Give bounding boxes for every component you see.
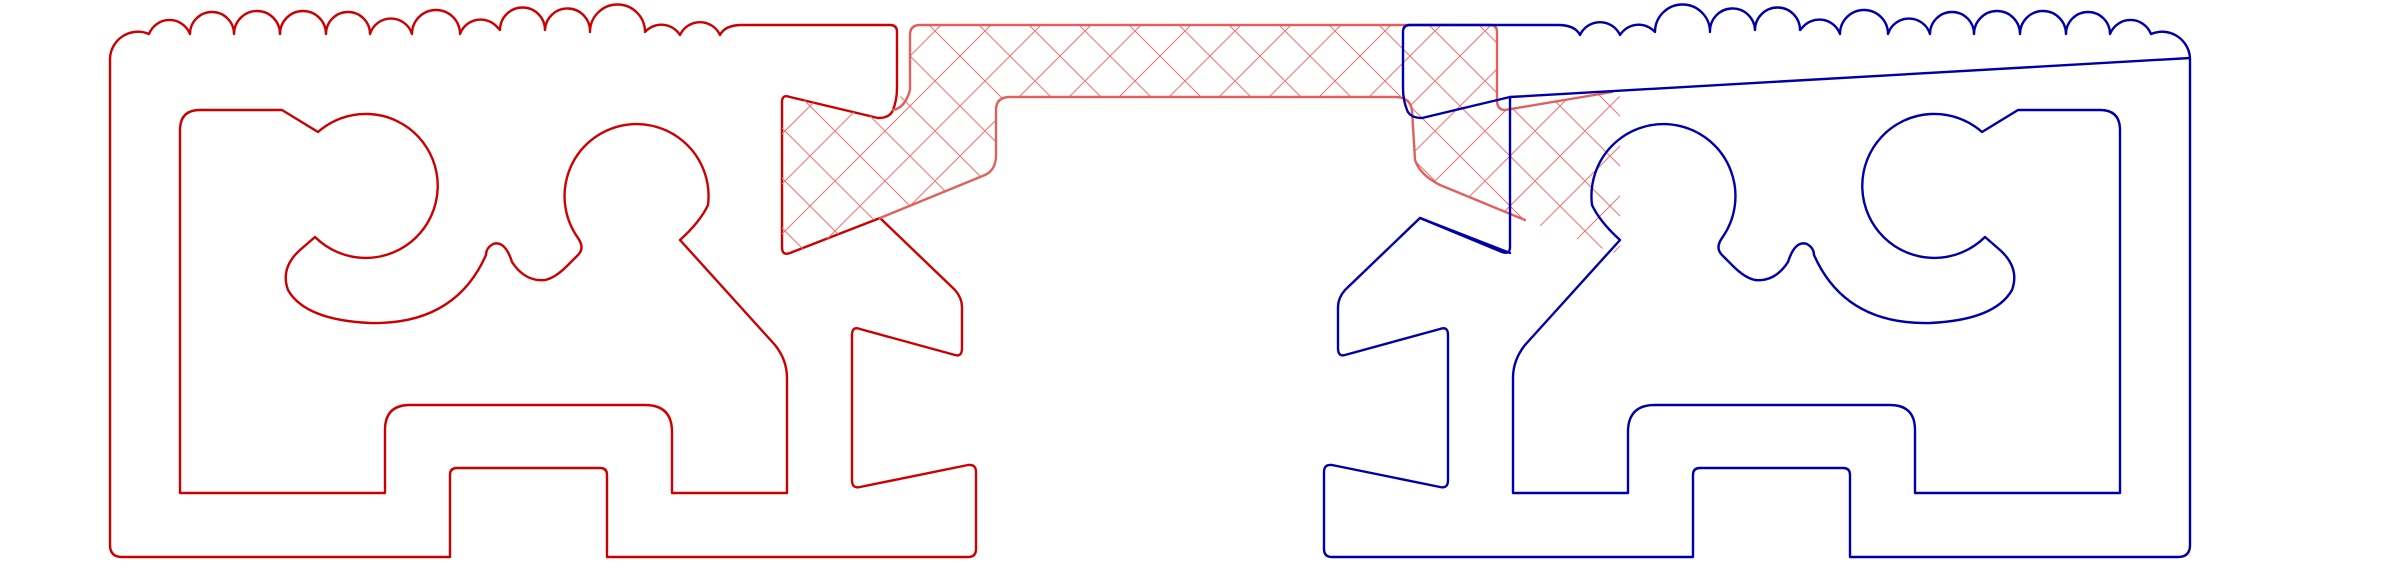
center-insert [782, 23, 1620, 256]
center-insert-hatch-fill [782, 25, 1620, 256]
right-profile-inner-cavity [1511, 108, 2122, 495]
left-profile-outer-contour [108, 3, 978, 559]
center-insert-outline [878, 23, 1614, 222]
right-profile-channel-edge [1418, 95, 1512, 255]
right-profile-outer-contour [1322, 3, 2192, 559]
right-profile [1322, 3, 2192, 559]
left-profile-inner-cavity [178, 108, 789, 495]
left-profile [108, 3, 978, 559]
